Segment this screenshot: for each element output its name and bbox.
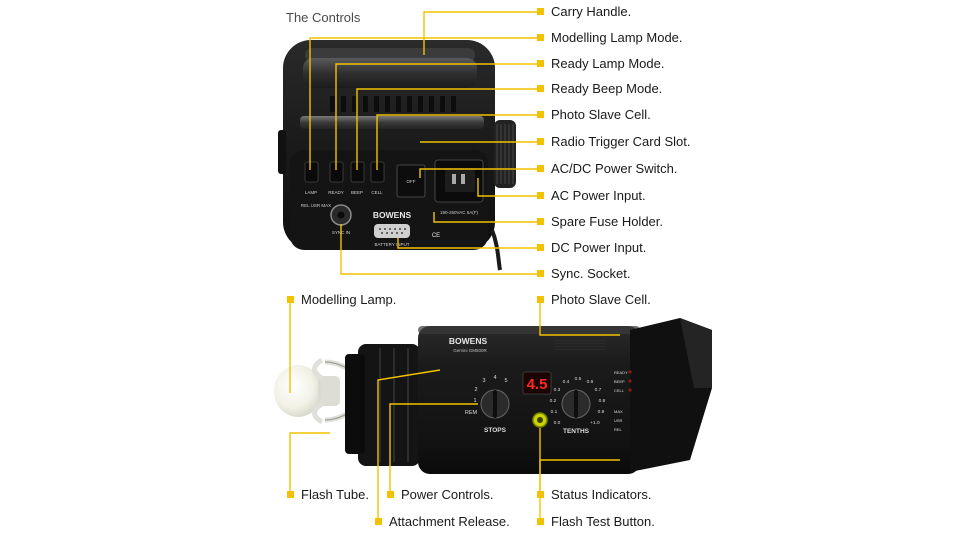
label-sync-socket: Sync. Socket. bbox=[551, 266, 631, 281]
status-cell: CELL bbox=[614, 388, 625, 393]
label-attachment-release: Attachment Release. bbox=[389, 514, 510, 529]
label-marker bbox=[537, 8, 544, 15]
label-ready-lamp-mode: Ready Lamp Mode. bbox=[551, 56, 665, 71]
tenths-tick-1: 0.1 bbox=[551, 409, 558, 415]
label-marker bbox=[537, 34, 544, 41]
rear-view: LAMP READY BEEP CELL REL USR MAX OFF 190… bbox=[278, 40, 516, 271]
battery-label: BATTERY INPUT bbox=[374, 242, 409, 247]
side-brand: BOWENS bbox=[449, 336, 488, 346]
stops-tick-3: 3 bbox=[482, 378, 485, 384]
label-marker bbox=[537, 218, 544, 225]
switch-label-lamp: LAMP bbox=[305, 190, 317, 195]
label-marker bbox=[537, 60, 544, 67]
switch-label-beep: BEEP bbox=[351, 190, 363, 195]
label-marker bbox=[537, 138, 544, 145]
tenths-tick-3: 0.3 bbox=[554, 387, 561, 393]
stops-tick-4: 4 bbox=[493, 375, 496, 381]
label-status-indicators: Status Indicators. bbox=[551, 487, 652, 502]
tenths-tick-8: 0.8 bbox=[599, 398, 606, 404]
off-label: OFF bbox=[407, 179, 416, 184]
label-photo-slave-cell-top: Photo Slave Cell. bbox=[551, 107, 651, 122]
rem-label: REM bbox=[465, 410, 478, 416]
tenths-tick-5: 0.5 bbox=[575, 376, 582, 382]
label-flash-tube: Flash Tube. bbox=[301, 487, 369, 502]
led-display bbox=[522, 371, 552, 395]
stops-tick-2: 2 bbox=[474, 387, 477, 393]
ce-mark: CE bbox=[432, 233, 440, 239]
status-indicators: READY BEEP CELL MAX USR REL bbox=[614, 370, 628, 432]
vent-rod bbox=[300, 116, 484, 129]
label-marker bbox=[537, 85, 544, 92]
leader-lines bbox=[289, 11, 620, 522]
label-marker bbox=[287, 491, 294, 498]
page-title: The Controls bbox=[286, 10, 361, 25]
label-marker bbox=[387, 491, 394, 498]
tenths-label: TENTHS bbox=[563, 428, 590, 435]
status-max: MAX bbox=[614, 409, 623, 414]
acdc-switch bbox=[396, 164, 426, 198]
status-usr: USR bbox=[614, 418, 623, 423]
side-body bbox=[418, 326, 640, 474]
label-marker bbox=[537, 518, 544, 525]
label-modelling-lamp-mode: Modelling Lamp Mode. bbox=[551, 30, 683, 45]
label-marker bbox=[375, 518, 382, 525]
rear-brand: BOWENS bbox=[373, 210, 412, 220]
tenths-tick-9: 0.9 bbox=[598, 409, 605, 415]
label-marker bbox=[537, 296, 544, 303]
led-display-value: 4.5 bbox=[527, 376, 548, 393]
status-beep: BEEP bbox=[614, 379, 625, 384]
battery-connector bbox=[374, 224, 410, 238]
switch-label-cell: CELL bbox=[371, 190, 383, 195]
voltage-label: 190-250VAC 5A(F) bbox=[440, 210, 478, 215]
stops-label: STOPS bbox=[484, 427, 507, 434]
side-model: Gemini GM500R bbox=[453, 348, 487, 353]
modelling-lamp-bulb bbox=[274, 365, 322, 417]
tenths-tick-0: 0.0 bbox=[554, 420, 561, 426]
label-ready-beep-mode: Ready Beep Mode. bbox=[551, 81, 663, 96]
label-dc-power-input: DC Power Input. bbox=[551, 240, 647, 255]
label-radio-trigger-slot: Radio Trigger Card Slot. bbox=[551, 134, 691, 149]
rear-vents bbox=[330, 96, 456, 112]
switch-label-ready: READY bbox=[328, 190, 344, 195]
label-marker bbox=[537, 192, 544, 199]
status-ready: READY bbox=[614, 370, 628, 375]
label-photo-slave-cell: Photo Slave Cell. bbox=[551, 292, 651, 307]
tenths-tick-4: 0.4 bbox=[563, 379, 570, 385]
tenths-tick-2: 0.2 bbox=[550, 398, 557, 404]
stops-tick-1: 1 bbox=[473, 398, 476, 404]
side-view: BOWENS Gemini GM500R 4.5 1 2 3 4 5 REM S… bbox=[274, 318, 712, 474]
tenths-tick-10: +1.0 bbox=[590, 420, 600, 426]
label-marker bbox=[287, 296, 294, 303]
rear-switches bbox=[304, 161, 385, 183]
label-acdc-power-switch: AC/DC Power Switch. bbox=[551, 161, 678, 176]
label-marker bbox=[537, 111, 544, 118]
status-rel: REL bbox=[614, 427, 623, 432]
front-cylinder bbox=[358, 344, 420, 466]
label-power-controls: Power Controls. bbox=[401, 487, 494, 502]
label-ac-power-input: AC Power Input. bbox=[551, 188, 646, 203]
label-marker bbox=[537, 270, 544, 277]
label-carry-handle: Carry Handle. bbox=[551, 4, 632, 19]
label-spare-fuse-holder: Spare Fuse Holder. bbox=[551, 214, 664, 229]
label-marker bbox=[537, 491, 544, 498]
tenths-tick-7: 0.7 bbox=[595, 387, 602, 393]
label-marker bbox=[537, 244, 544, 251]
stops-tick-5: 5 bbox=[504, 378, 507, 384]
lamp-mode-labels: REL USR MAX bbox=[301, 203, 331, 208]
tenths-tick-6: 0.6 bbox=[587, 379, 594, 385]
label-modelling-lamp: Modelling Lamp. bbox=[301, 292, 397, 307]
label-marker bbox=[537, 165, 544, 172]
label-flash-test-button: Flash Test Button. bbox=[551, 514, 655, 529]
